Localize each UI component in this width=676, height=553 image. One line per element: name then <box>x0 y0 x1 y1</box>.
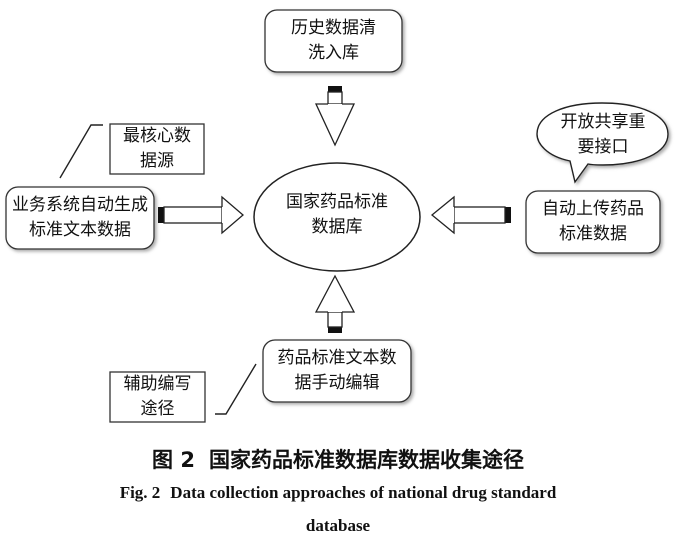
figure-title-cn: 国家药品标准数据库数据收集途径 <box>208 448 524 472</box>
node-left-label: 业务系统自动生成 标准文本数据 <box>12 195 148 240</box>
arrow-down <box>314 86 356 147</box>
arrow-up <box>314 274 356 333</box>
annotation-box-assist-edit <box>109 371 206 423</box>
figure-title-en-line1: Data collection approaches of national d… <box>170 483 557 502</box>
arrow-left <box>430 195 511 235</box>
node-box-left <box>5 186 155 250</box>
figure-label-cn: 图 2 <box>152 448 195 472</box>
figure-caption-en-line2: database <box>0 516 676 536</box>
annotation-core-source: 最核心数 据源 <box>123 126 191 171</box>
node-center-label: 国家药品标准 数据库 <box>286 192 388 237</box>
node-box-bottom <box>262 339 412 403</box>
figure-caption-cn: 图 2 国家药品标准数据库数据收集途径 <box>0 444 676 474</box>
node-ellipse-center <box>253 162 421 272</box>
figure-caption-en-line1: Fig. 2 Data collection approaches of nati… <box>0 483 676 503</box>
figure-title-en-line2: database <box>305 516 371 535</box>
speech-bubble <box>536 102 669 184</box>
node-box-right <box>525 190 661 254</box>
annotation-leader-assist-edit <box>215 363 257 415</box>
arrow-right <box>158 195 244 235</box>
node-top-label: 历史数据清 洗入库 <box>291 18 376 63</box>
figure-label-en: Fig. 2 <box>119 483 161 502</box>
annotation-leader-core-source <box>59 124 103 179</box>
annotation-box-core-source <box>109 123 205 175</box>
annotation-open-share: 开放共享重 要接口 <box>560 112 646 157</box>
node-right-label: 自动上传药品 标准数据 <box>542 199 644 244</box>
node-box-top <box>264 9 403 73</box>
diagram-canvas <box>5 9 669 423</box>
node-bottom-label: 药品标准文本数 据手动编辑 <box>277 348 397 393</box>
annotation-assist-edit: 辅助编写 途径 <box>123 374 192 419</box>
